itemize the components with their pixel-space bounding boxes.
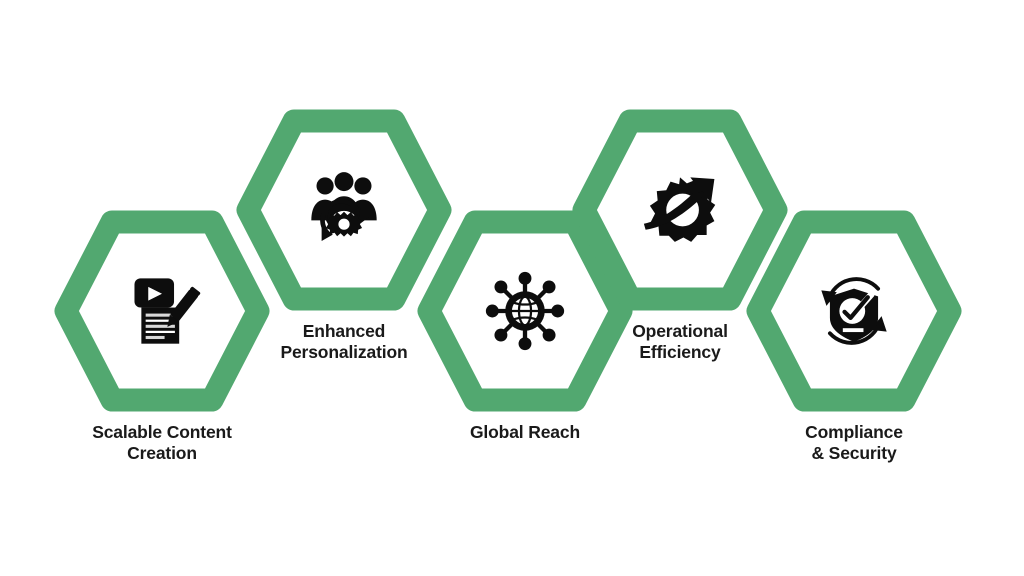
hex-label-4-line-2: Efficiency xyxy=(639,341,721,362)
hex-label-1: Scalable Content Creation xyxy=(37,422,287,463)
hex-label-5-line-2: & Security xyxy=(811,442,897,463)
hex-node-enhanced-personalization[interactable]: Enhanced Personalization xyxy=(236,109,452,362)
hex-node-operational-efficiency[interactable]: Operational Efficiency xyxy=(572,109,788,362)
gear-growth-arrow-icon xyxy=(637,167,723,253)
hex-node-compliance-security[interactable]: Compliance & Security xyxy=(746,210,962,463)
hexagon-outline-2 xyxy=(236,109,452,311)
hexagon-outline-3 xyxy=(417,210,633,412)
hex-label-2-line-2: Personalization xyxy=(280,341,408,362)
hex-label-1-line-2: Creation xyxy=(127,442,197,463)
hex-label-5: Compliance & Security xyxy=(729,422,979,463)
hex-label-3: Global Reach xyxy=(400,422,650,443)
hex-label-5-line-1: Compliance xyxy=(805,422,903,442)
hex-label-2: Enhanced Personalization xyxy=(219,321,469,362)
hex-label-1-line-1: Scalable Content xyxy=(92,422,232,442)
video-document-pencil-icon xyxy=(119,268,205,354)
hexagon-outline-5 xyxy=(746,210,962,412)
hex-node-scalable-content-creation[interactable]: Scalable Content Creation xyxy=(54,210,270,463)
hex-label-4-line-1: Operational xyxy=(632,321,728,341)
hexagon-outline-1 xyxy=(54,210,270,412)
hex-node-global-reach[interactable]: Global Reach xyxy=(417,210,633,442)
hex-label-4: Operational Efficiency xyxy=(555,321,805,362)
hex-label-2-line-1: Enhanced xyxy=(302,321,386,341)
shield-check-refresh-icon xyxy=(811,268,897,354)
hex-label-3-line-1: Global Reach xyxy=(469,422,581,442)
globe-network-nodes-icon xyxy=(482,268,568,354)
people-gear-refresh-icon xyxy=(301,167,387,253)
hexagon-outline-4 xyxy=(572,109,788,311)
